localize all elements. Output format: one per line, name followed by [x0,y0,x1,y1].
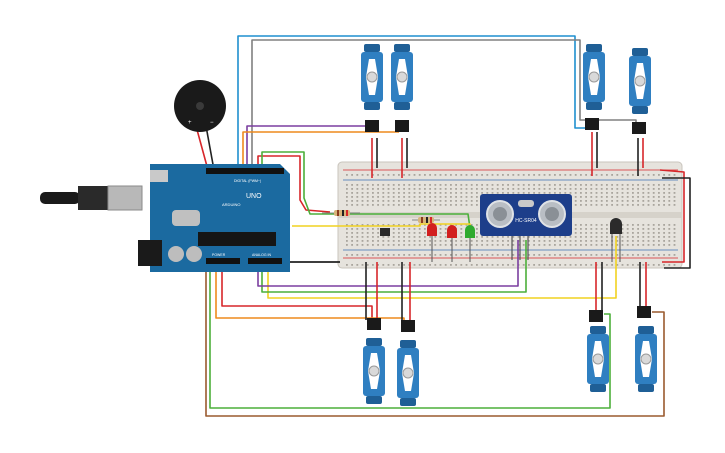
wires [195,35,691,417]
servo-connector [632,122,646,134]
wire-buzzer-black [205,125,215,171]
wire-green-loop [261,151,471,229]
servo-connector [589,310,603,322]
servo-connector [365,120,379,132]
led-red[interactable] [427,223,437,236]
sensor-label: HC-SR04 [515,218,537,224]
servo[interactable] [397,340,419,406]
servo[interactable] [391,44,413,110]
analog-label: ANALOG IN [252,253,272,257]
piezo-buzzer[interactable]: + − [174,80,226,132]
wire-buzzer-red [195,125,209,171]
servo[interactable] [363,338,385,404]
resistor[interactable] [322,210,360,216]
arduino-uno[interactable]: UNO ARDUINO DIGITAL (PWM~) POWER ANALOG … [40,164,290,272]
digital-label: DIGITAL (PWM~) [234,179,261,183]
servos [361,44,657,406]
servo[interactable] [361,44,383,110]
wire-purple-lower [257,240,519,287]
led-green[interactable] [465,225,475,238]
ultrasonic-sensor[interactable]: HC-SR04 [480,194,572,236]
servo-connector [585,118,599,130]
servo-connector [401,320,415,332]
board-model: ARDUINO [222,202,240,207]
wire-gray [251,39,637,170]
servo-connector [367,318,381,330]
servo[interactable] [583,44,605,110]
wire-orange-top [242,131,399,170]
led-red[interactable] [447,225,457,238]
wire-black-rail [662,177,691,269]
resistor[interactable] [412,217,440,223]
wire-yellow-2 [267,236,617,299]
wire-brown-bottom [205,262,665,417]
servo-connector [395,120,409,132]
buzzer-plus-label: + [188,120,192,126]
temperature-sensor[interactable] [610,218,622,234]
servo[interactable] [587,326,609,392]
servo[interactable] [635,326,657,392]
board-brand: UNO [246,193,262,200]
wire-purple [246,125,366,170]
pushbutton[interactable] [380,228,390,236]
servo-connector [637,306,651,318]
power-label: POWER [212,253,226,257]
wire-green-bottom [209,262,611,409]
buzzer-minus-label: − [210,120,214,126]
wire-red-lower [221,262,373,320]
wire-red-rail [659,169,685,263]
wire-red-loop [257,155,331,213]
usb-cable [40,192,80,204]
wire-blue [237,35,590,170]
wire-green-lower [261,240,527,293]
servo[interactable] [629,48,651,114]
